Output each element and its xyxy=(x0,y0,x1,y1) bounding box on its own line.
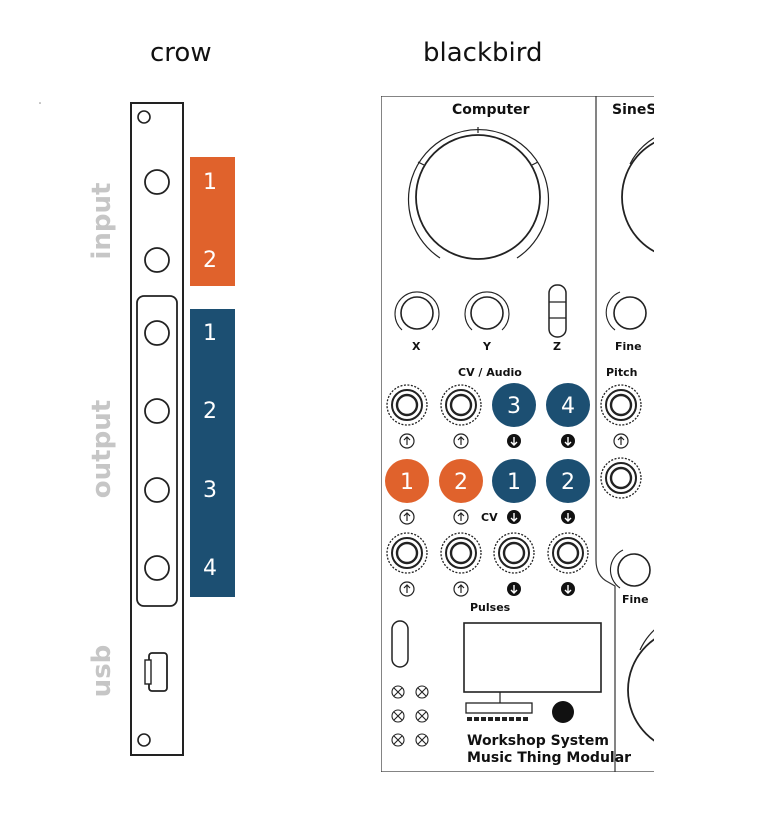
crow-panel xyxy=(39,102,184,756)
brand-line-2: Music Thing Modular xyxy=(467,750,631,766)
led-dot xyxy=(552,701,574,723)
bb-input-2-number: 2 xyxy=(454,470,468,495)
label-sine: SineS xyxy=(612,102,656,118)
label-pitch: Pitch xyxy=(606,366,637,379)
crow-usb-label: usb xyxy=(87,644,117,698)
output-number-3: 3 xyxy=(203,478,217,503)
crow-heading: crow xyxy=(150,38,212,68)
output-jack-4 xyxy=(144,555,170,581)
bb-output-3-number: 3 xyxy=(507,394,521,419)
usb-port-notch xyxy=(144,659,152,685)
label-cv: CV xyxy=(481,511,498,524)
output-number-2: 2 xyxy=(203,399,217,424)
input-jack-2 xyxy=(144,247,170,273)
pulse-switch-icon xyxy=(391,620,409,668)
mount-hole-bottom xyxy=(137,733,151,747)
display-window xyxy=(463,622,602,693)
slider-bar xyxy=(465,702,533,714)
blackbird-heading: blackbird xyxy=(423,38,543,68)
crow-panel-outline xyxy=(130,102,184,756)
bb-output-2-badge xyxy=(546,459,590,503)
bb-output-4-number: 4 xyxy=(561,394,575,419)
input-number-2: 2 xyxy=(203,248,217,273)
label-x: X xyxy=(412,340,421,353)
blackbird-panel-outline xyxy=(381,96,654,772)
module-divider xyxy=(595,96,616,772)
crow-input-label: input xyxy=(87,182,117,260)
fine-knob-icon xyxy=(613,296,647,330)
brand-line-1: Workshop System xyxy=(467,733,609,749)
output-jack-3 xyxy=(144,477,170,503)
label-z: Z xyxy=(553,340,561,353)
bb-input-2-badge xyxy=(439,459,483,503)
output-number-1: 1 xyxy=(203,321,217,346)
input-strip xyxy=(190,157,235,286)
bb-output-4-badge xyxy=(546,383,590,427)
input-number-1: 1 xyxy=(203,170,217,195)
bb-input-1-badge xyxy=(385,459,429,503)
blackbird-panel: Computer SineS X Y Z Fine CV / Audio Pit… xyxy=(381,96,656,772)
bb-input-1-number: 1 xyxy=(400,470,414,495)
crow-output-label: output xyxy=(87,399,117,499)
label-fine-2: Fine xyxy=(622,593,649,606)
sine-knob-icon xyxy=(621,141,654,253)
bb-output-1-number: 1 xyxy=(507,470,521,495)
label-pulses: Pulses xyxy=(470,601,511,614)
label-y: Y xyxy=(482,340,492,353)
big-knob-icon xyxy=(415,134,541,260)
mount-hole-top xyxy=(137,110,151,124)
input-jack-1 xyxy=(144,169,170,195)
label-cv-audio: CV / Audio xyxy=(458,366,522,379)
bb-output-3-badge xyxy=(492,383,536,427)
output-group-box xyxy=(136,295,178,607)
output-jack-1 xyxy=(144,320,170,346)
output-number-4: 4 xyxy=(203,556,217,581)
switch-z-icon xyxy=(548,284,567,338)
label-fine-1: Fine xyxy=(615,340,642,353)
knob-y-icon xyxy=(470,296,504,330)
bb-output-2-number: 2 xyxy=(561,470,575,495)
output-jack-2 xyxy=(144,398,170,424)
bb-output-1-badge xyxy=(492,459,536,503)
label-computer: Computer xyxy=(452,102,530,118)
fine-knob-2-icon xyxy=(617,553,651,587)
screw-marks xyxy=(391,685,429,747)
knob-x-icon xyxy=(400,296,434,330)
output-strip xyxy=(190,309,235,597)
